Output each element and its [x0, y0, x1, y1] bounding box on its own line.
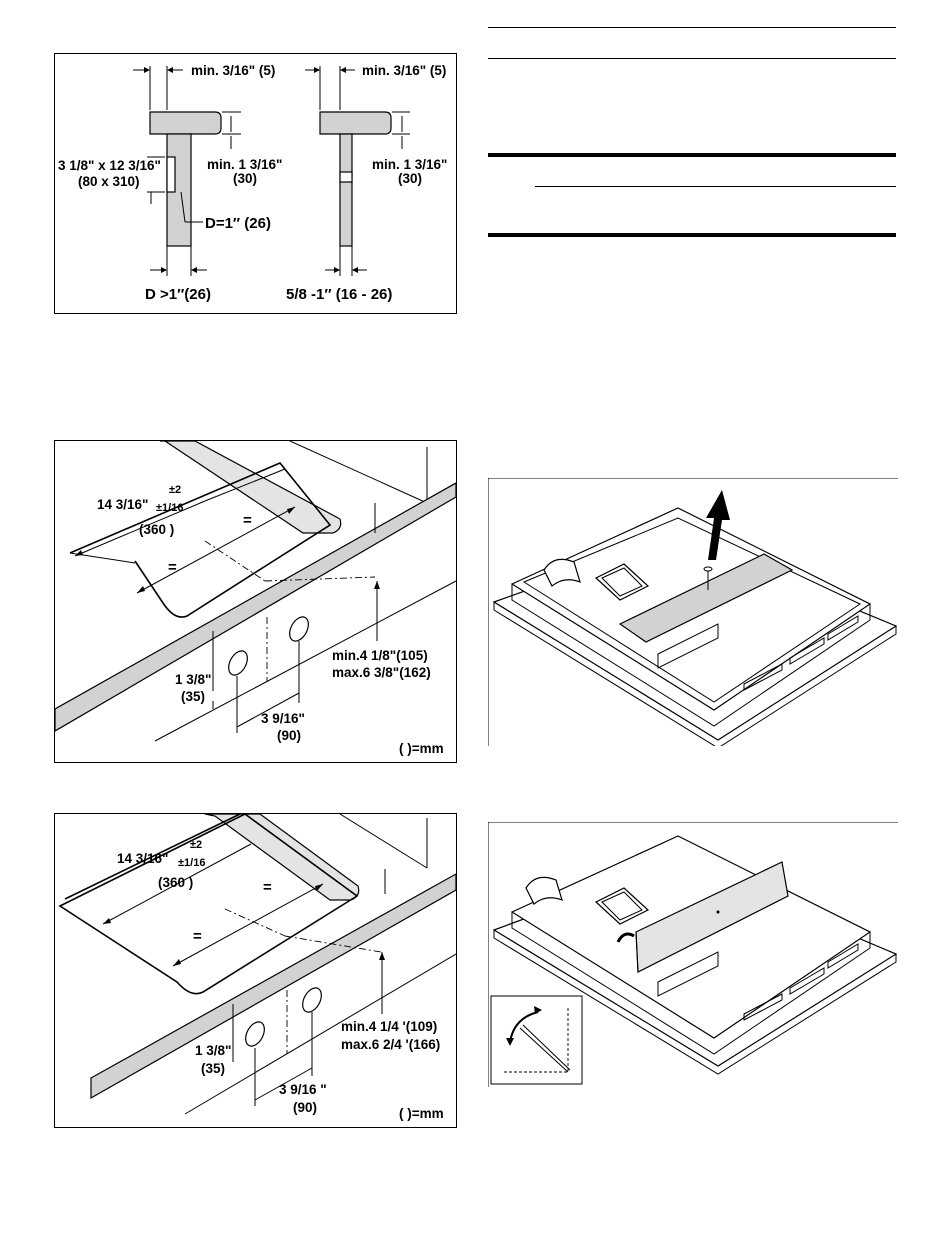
countertop-cutout-diagram-2: 14 3/16" ±2 ±1/16 (360 ) = = 1 3/8" (35)… — [54, 813, 457, 1128]
hole-spacing-label: 3 9/16" — [261, 711, 305, 726]
height-min-label: min.4 1/8"(105) — [332, 648, 428, 663]
countertop-cutout-diagram-1: 14 3/16" ±2 ±1/16 (360 ) = = 1 3/8" (35)… — [54, 440, 457, 763]
right-depth-mm: (30) — [398, 171, 422, 186]
left-depth-mm: (30) — [233, 171, 257, 186]
cutout-label: 3 1/8" x 12 3/16" — [58, 158, 161, 173]
width-mm: (360 ) — [158, 875, 193, 890]
hole-diameter-mm: (35) — [181, 689, 205, 704]
header-rule-top — [488, 27, 896, 28]
width-label: 14 3/16" — [117, 851, 168, 866]
header-rule-bottom — [488, 58, 896, 59]
appliance-strip-removal-illustration — [487, 477, 898, 749]
tolerance-plus: ±2 — [169, 484, 181, 496]
unit-note: ( )=mm — [399, 1106, 444, 1121]
width-mm: (360 ) — [139, 522, 174, 537]
hole-spacing-mm: (90) — [277, 728, 301, 743]
equal-mark-1: = — [263, 879, 272, 896]
height-max-label: max.6 2/4 '(166) — [341, 1037, 440, 1052]
left-depth-label: min. 1 3/16" — [207, 157, 282, 172]
hole-spacing-label: 3 9/16 " — [279, 1082, 327, 1097]
notice-box-top-rule — [488, 153, 896, 157]
right-clearance-label: min. 3/16" (5) — [362, 63, 446, 78]
unit-note: ( )=mm — [399, 741, 444, 756]
tolerance-sub: ±1/16 — [156, 502, 183, 514]
d-equal-label: D=1″ (26) — [205, 215, 271, 232]
width-label: 14 3/16" — [97, 497, 148, 512]
tolerance-sub: ±1/16 — [178, 857, 205, 869]
hole-diameter-label: 1 3/8" — [195, 1043, 231, 1058]
height-max-label: max.6 3/8"(162) — [332, 665, 431, 680]
d-greater-label: D >1″(26) — [145, 286, 211, 303]
d-range-label: 5/8 -1″ (16 - 26) — [286, 286, 392, 303]
cutout-mm: (80 x 310) — [78, 174, 140, 189]
tolerance-plus: ±2 — [190, 839, 202, 851]
notice-box-inner-rule — [535, 186, 896, 187]
equal-mark-2: = — [193, 928, 202, 945]
notice-box-bottom-rule — [488, 233, 896, 237]
appliance-strip-rotate-illustration — [487, 821, 898, 1087]
equal-mark-1: = — [243, 512, 252, 529]
hole-diameter-mm: (35) — [201, 1061, 225, 1076]
hole-spacing-mm: (90) — [293, 1100, 317, 1115]
right-depth-label: min. 1 3/16" — [372, 157, 447, 172]
left-clearance-label: min. 3/16" (5) — [191, 63, 275, 78]
hole-diameter-label: 1 3/8" — [175, 672, 211, 687]
height-min-label: min.4 1/4 '(109) — [341, 1019, 437, 1034]
equal-mark-2: = — [168, 559, 177, 576]
profile-diagram: min. 3/16" (5) min. 3/16" (5) min. 1 3/1… — [54, 53, 457, 314]
